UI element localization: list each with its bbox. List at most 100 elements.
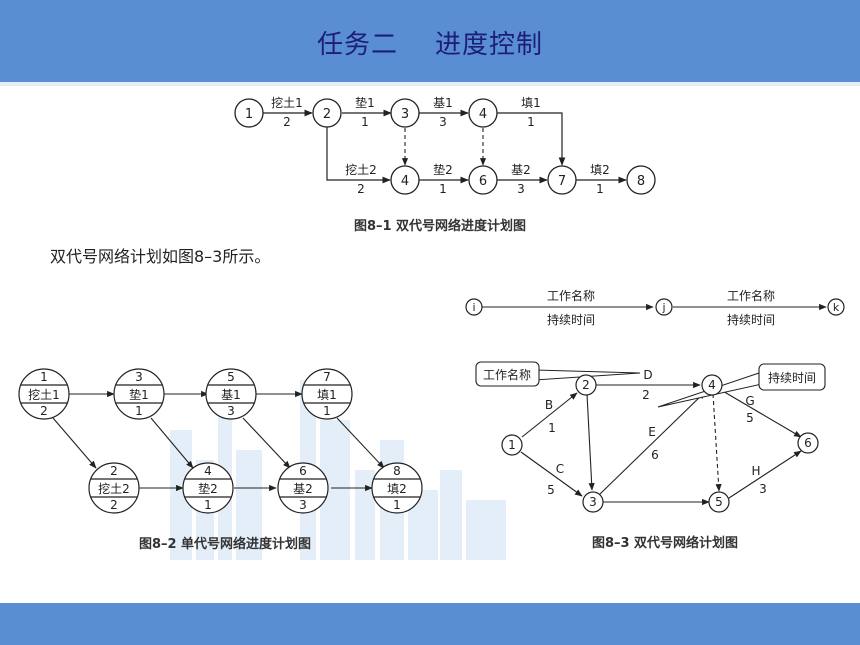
fig83-node: 2 <box>582 378 590 392</box>
fig81-activity-name: 填2 <box>590 163 610 177</box>
footer-bar <box>0 603 860 645</box>
figure-8-3: i j k 工作名称 持续时间 工作名称 持续时间 工作名称 <box>465 288 845 551</box>
fig82-node-name: 挖土2 <box>98 481 130 496</box>
fig83-activity-dur: 5 <box>746 411 754 425</box>
fig83-activity-dur: 5 <box>547 483 555 497</box>
fig82-node-dur: 1 <box>393 498 401 512</box>
fig81-activity-name: 基2 <box>511 163 531 177</box>
fig81-node: 4 <box>479 107 487 122</box>
fig82-node-id: 2 <box>110 464 118 478</box>
fig83-node: 5 <box>715 495 723 509</box>
fig83-activity-name: E <box>648 425 656 439</box>
fig81-activity-dur: 3 <box>517 182 525 196</box>
fig82-node-id: 8 <box>393 464 401 478</box>
figure-8-2: 1 挖土1 2 3 垫1 1 5 基1 3 7 填1 1 2 挖土2 2 4 垫… <box>18 368 423 552</box>
legend-node: i <box>472 301 475 314</box>
fig81-activity-dur: 2 <box>357 182 365 196</box>
fig81-node: 8 <box>637 174 645 189</box>
legend-node: j <box>661 301 665 314</box>
legend-duration: 持续时间 <box>727 312 775 327</box>
fig82-node-id: 4 <box>204 464 212 478</box>
fig81-activity-name: 挖土2 <box>345 162 377 177</box>
fig83-activity-name: D <box>643 368 652 382</box>
fig83-callout-name: 工作名称 <box>475 361 641 387</box>
fig81-node: 3 <box>401 107 409 122</box>
fig82-node-id: 3 <box>135 370 143 384</box>
fig83-caption: 图8–3 双代号网络计划图 <box>592 535 738 551</box>
fig81-node: 6 <box>479 174 487 189</box>
fig83-node-labels: 1 2 3 4 5 6 <box>508 378 812 509</box>
fig81-node: 4 <box>401 174 409 189</box>
fig82-caption: 图8–2 单代号网络进度计划图 <box>139 536 311 552</box>
fig82-node-dur: 1 <box>323 404 331 418</box>
skyline-background <box>170 380 506 560</box>
fig82-node-id: 5 <box>227 370 235 384</box>
fig81-caption: 图8–1 双代号网络进度计划图 <box>354 218 526 234</box>
legend-work-name: 工作名称 <box>547 288 595 303</box>
fig81-activity-name: 垫1 <box>355 95 375 110</box>
fig81-activity-dur: 1 <box>439 182 447 196</box>
fig83-node: 3 <box>589 495 597 509</box>
fig83-activity-name: B <box>545 398 553 412</box>
fig81-activity-name: 垫2 <box>433 162 453 177</box>
fig81-activity-name: 基1 <box>433 96 453 110</box>
fig83-activity-dur: 6 <box>651 448 659 462</box>
fig81-activity-name: 填1 <box>521 96 541 110</box>
fig81-arrow-labels: 挖土1 2 垫1 1 基1 3 填1 1 挖土2 2 垫2 1 基2 3 填2 … <box>271 95 610 196</box>
fig82-node-dur: 3 <box>299 498 307 512</box>
fig81-node: 7 <box>558 174 566 189</box>
fig81-node: 2 <box>323 107 331 122</box>
fig83-activity-dur: 3 <box>759 482 767 496</box>
fig82-node-id: 1 <box>40 370 48 384</box>
fig82-node-dur: 1 <box>135 404 143 418</box>
fig82-node-name: 垫1 <box>129 387 149 402</box>
fig81-arrows <box>263 109 627 184</box>
figure-8-1: 1 2 3 4 4 6 7 8 挖土1 2 垫1 1 基1 3 填1 1 挖土2… <box>234 95 656 234</box>
fig82-node-dur: 2 <box>40 404 48 418</box>
fig82-node-name: 基1 <box>221 388 241 402</box>
fig83-activity-name: H <box>751 464 760 478</box>
fig82-node-dur: 1 <box>204 498 212 512</box>
fig81-nodes <box>234 98 656 195</box>
fig83-node: 6 <box>804 436 812 450</box>
fig82-node-dur: 2 <box>110 498 118 512</box>
fig82-node-name: 基2 <box>293 482 313 496</box>
fig83-legend: i j k 工作名称 持续时间 工作名称 持续时间 <box>465 288 845 327</box>
fig82-node-name: 垫2 <box>198 481 218 496</box>
header-divider <box>0 82 860 86</box>
fig83-node: 4 <box>708 378 716 392</box>
body-text-line: 双代号网络计划如图8–3所示。 <box>50 247 270 266</box>
fig83-activity-dur: 1 <box>548 421 556 435</box>
fig82-node-name: 填1 <box>317 388 337 402</box>
fig83-activity-name: G <box>745 394 754 408</box>
callout-work-name: 工作名称 <box>483 367 531 382</box>
fig81-activity-dur: 2 <box>283 115 291 129</box>
legend-work-name: 工作名称 <box>727 288 775 303</box>
legend-duration: 持续时间 <box>547 312 595 327</box>
fig81-activity-dur: 1 <box>596 182 604 196</box>
callout-duration: 持续时间 <box>768 370 816 385</box>
fig82-node-id: 6 <box>299 464 307 478</box>
fig83-activity-name: C <box>556 462 564 476</box>
fig82-node-name: 填2 <box>387 482 407 496</box>
fig82-node-name: 挖土1 <box>28 387 60 402</box>
fig81-activity-dur: 3 <box>439 115 447 129</box>
title-bar <box>0 0 860 82</box>
fig82-nodes <box>18 368 423 514</box>
fig81-node: 1 <box>245 107 253 122</box>
fig82-node-dur: 3 <box>227 404 235 418</box>
fig81-activity-dur: 1 <box>361 115 369 129</box>
page-title: 任务二 进度控制 <box>316 30 544 60</box>
fig82-node-texts: 1 挖土1 2 3 垫1 1 5 基1 3 7 填1 1 2 挖土2 2 4 垫… <box>28 370 407 512</box>
fig83-nodes <box>501 374 819 513</box>
fig81-activity-dur: 1 <box>527 115 535 129</box>
fig83-activity-dur: 2 <box>642 388 650 402</box>
fig82-node-id: 7 <box>323 370 331 384</box>
fig83-activity-labels: B 1 C 5 D 2 E 6 G 5 H 3 <box>545 368 767 497</box>
fig81-node-labels: 1 2 3 4 4 6 7 8 <box>245 107 645 189</box>
fig81-activity-name: 挖土1 <box>271 95 303 110</box>
fig83-arrows <box>520 381 802 506</box>
fig83-node: 1 <box>508 438 516 452</box>
legend-node: k <box>833 301 840 314</box>
